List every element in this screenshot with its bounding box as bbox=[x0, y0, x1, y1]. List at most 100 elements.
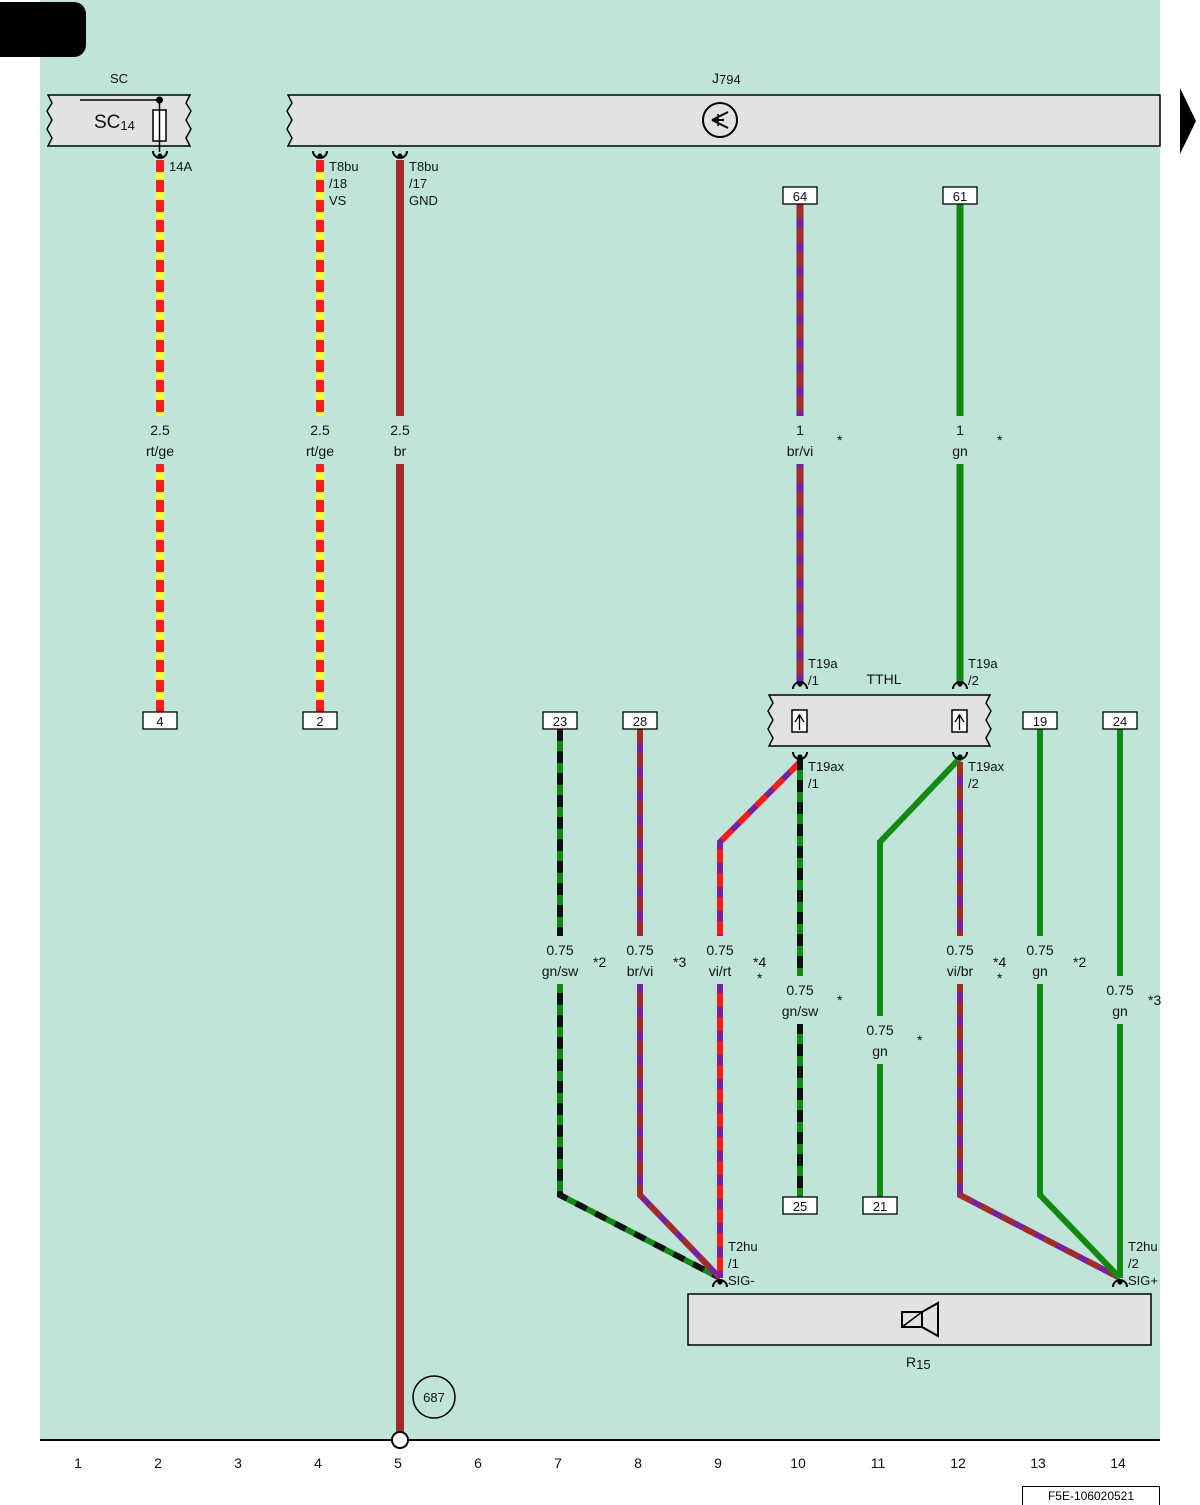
wire-note-col9: *4 bbox=[753, 954, 766, 970]
wire-color-col14: gn bbox=[1112, 1003, 1128, 1019]
wire-col11-gn bbox=[877, 755, 963, 1197]
pin-box-28: 28 bbox=[622, 711, 658, 730]
sc-group-label: SC bbox=[110, 71, 128, 86]
wire-col12b-vi-br bbox=[957, 762, 1122, 1281]
svg-text:64: 64 bbox=[793, 189, 807, 204]
connector-t8bu18-signal: VS bbox=[329, 193, 347, 208]
column-number: 4 bbox=[314, 1455, 322, 1471]
column-number: 6 bbox=[474, 1455, 482, 1471]
next-page-arrow-icon[interactable] bbox=[1180, 88, 1196, 154]
connector-t2hu1-name: T2hu bbox=[728, 1239, 758, 1254]
connector-t8bu17-pin: /17 bbox=[409, 176, 427, 191]
column-number: 13 bbox=[1030, 1455, 1046, 1471]
j794-control-unit: J794 bbox=[286, 70, 1161, 147]
wire-color-col13: gn bbox=[1032, 963, 1048, 979]
wire-note-col7: *2 bbox=[593, 954, 606, 970]
column-number: 12 bbox=[950, 1455, 966, 1471]
terminal-t8bu17 bbox=[392, 150, 408, 159]
wire-size-col7: 0.75 bbox=[546, 942, 573, 958]
wire-size-col10b: 0.75 bbox=[786, 982, 813, 998]
ground-ref-number: 687 bbox=[423, 1390, 445, 1405]
connector-t2hu1-pin: /1 bbox=[728, 1256, 739, 1271]
svg-text:19: 19 bbox=[1033, 714, 1047, 729]
wire-color-col12b: vi/br bbox=[947, 963, 974, 979]
terminal-t2hu2 bbox=[1112, 1279, 1128, 1288]
pin-box-25: 25 bbox=[782, 1196, 818, 1215]
wire-color-col4: rt/ge bbox=[306, 443, 334, 459]
tthl-connector-box: TTHL bbox=[767, 671, 992, 747]
wire-color-col8: br/vi bbox=[627, 963, 653, 979]
connector-t19ax1-name: T19ax bbox=[808, 759, 845, 774]
connector-t2hu2-pin: /2 bbox=[1128, 1256, 1139, 1271]
connector-t8bu17-signal: GND bbox=[409, 193, 438, 208]
wire-note-col10: * bbox=[837, 432, 843, 448]
connector-t8bu18-pin: /18 bbox=[329, 176, 347, 191]
svg-text:4: 4 bbox=[156, 714, 163, 729]
wire-size-col8: 0.75 bbox=[626, 942, 653, 958]
wire-size-col2: 2.5 bbox=[150, 422, 170, 438]
tthl-label: TTHL bbox=[867, 671, 902, 687]
connector-t19ax2-name: T19ax bbox=[968, 759, 1005, 774]
sc-fuse-label: SC14 bbox=[94, 112, 135, 133]
wire-note-col11: * bbox=[917, 1032, 923, 1048]
terminal-t19ax2 bbox=[952, 751, 968, 760]
wire-color-col5: br bbox=[394, 443, 407, 459]
connector-t8bu18-name: T8bu bbox=[329, 159, 359, 174]
column-number: 8 bbox=[634, 1455, 642, 1471]
r15-label: R15 bbox=[906, 1354, 931, 1372]
terminal-t8bu18 bbox=[312, 150, 328, 159]
connector-t19a1-pin: /1 bbox=[808, 673, 819, 688]
pin-box-23: 23 bbox=[542, 711, 578, 730]
sc-fuse-box: SC SC14 bbox=[46, 71, 192, 152]
terminal-t19a2 bbox=[952, 681, 968, 690]
terminal-14a bbox=[152, 150, 168, 159]
wire-size-col10: 1 bbox=[796, 422, 804, 438]
antenna-symbol-icon bbox=[702, 102, 738, 138]
column-number: 7 bbox=[554, 1455, 562, 1471]
column-number: 10 bbox=[790, 1455, 806, 1471]
wire-size-col11: 0.75 bbox=[866, 1022, 893, 1038]
svg-text:24: 24 bbox=[1113, 714, 1127, 729]
column-number: 3 bbox=[234, 1455, 242, 1471]
connector-t19a2-name: T19a bbox=[968, 656, 998, 671]
connector-labels: 14A T8bu /18 VS T8bu /17 GND T19a /1 T19… bbox=[169, 159, 1158, 1288]
wire-note-col12: * bbox=[997, 432, 1003, 448]
r15-speaker-box: R15 bbox=[687, 1293, 1152, 1372]
document-reference: F5E-106020521 bbox=[1022, 1486, 1160, 1505]
svg-text:25: 25 bbox=[793, 1199, 807, 1214]
column-number: 5 bbox=[394, 1455, 402, 1471]
wire-note-col14: *3 bbox=[1148, 992, 1161, 1008]
pin-boxes: 4 2 64 61 23 28 19 24 25 21 bbox=[142, 186, 1138, 1215]
j794-label: J794 bbox=[712, 70, 741, 87]
wire-note-col10b: * bbox=[837, 992, 843, 1008]
svg-text:61: 61 bbox=[953, 189, 967, 204]
wire-note-col8: *3 bbox=[673, 954, 686, 970]
ground-point bbox=[391, 1431, 409, 1449]
connector-t2hu2-name: T2hu bbox=[1128, 1239, 1158, 1254]
wire-note-col12b: *4 bbox=[993, 954, 1006, 970]
wire-size-col4: 2.5 bbox=[310, 422, 330, 438]
svg-text:21: 21 bbox=[873, 1199, 887, 1214]
svg-text:2: 2 bbox=[316, 714, 323, 729]
connector-t19a1-name: T19a bbox=[808, 656, 838, 671]
wire-color-col2: rt/ge bbox=[146, 443, 174, 459]
pin-box-19: 19 bbox=[1022, 711, 1058, 730]
wire-color-col9: vi/rt bbox=[709, 963, 732, 979]
diagram-background bbox=[40, 0, 1160, 1440]
wire-note2-col9: * bbox=[757, 970, 763, 986]
terminals-layer bbox=[152, 150, 1128, 1288]
wire-col7-gn-sw bbox=[557, 729, 722, 1281]
column-number: 9 bbox=[714, 1455, 722, 1471]
wire-col8-br-vi bbox=[637, 729, 723, 1281]
ground-reference: 687 bbox=[412, 1375, 456, 1419]
pin-box-24: 24 bbox=[1102, 711, 1138, 730]
wire-labels: 2.5 rt/ge 2.5 rt/ge 2.5 br 1 br/vi * 1 g… bbox=[142, 416, 1161, 1064]
column-number: 14 bbox=[1110, 1455, 1126, 1471]
connector-t8bu17-name: T8bu bbox=[409, 159, 439, 174]
svg-text:23: 23 bbox=[553, 714, 567, 729]
wire-size-col9: 0.75 bbox=[706, 942, 733, 958]
pin-box-21: 21 bbox=[862, 1196, 898, 1215]
